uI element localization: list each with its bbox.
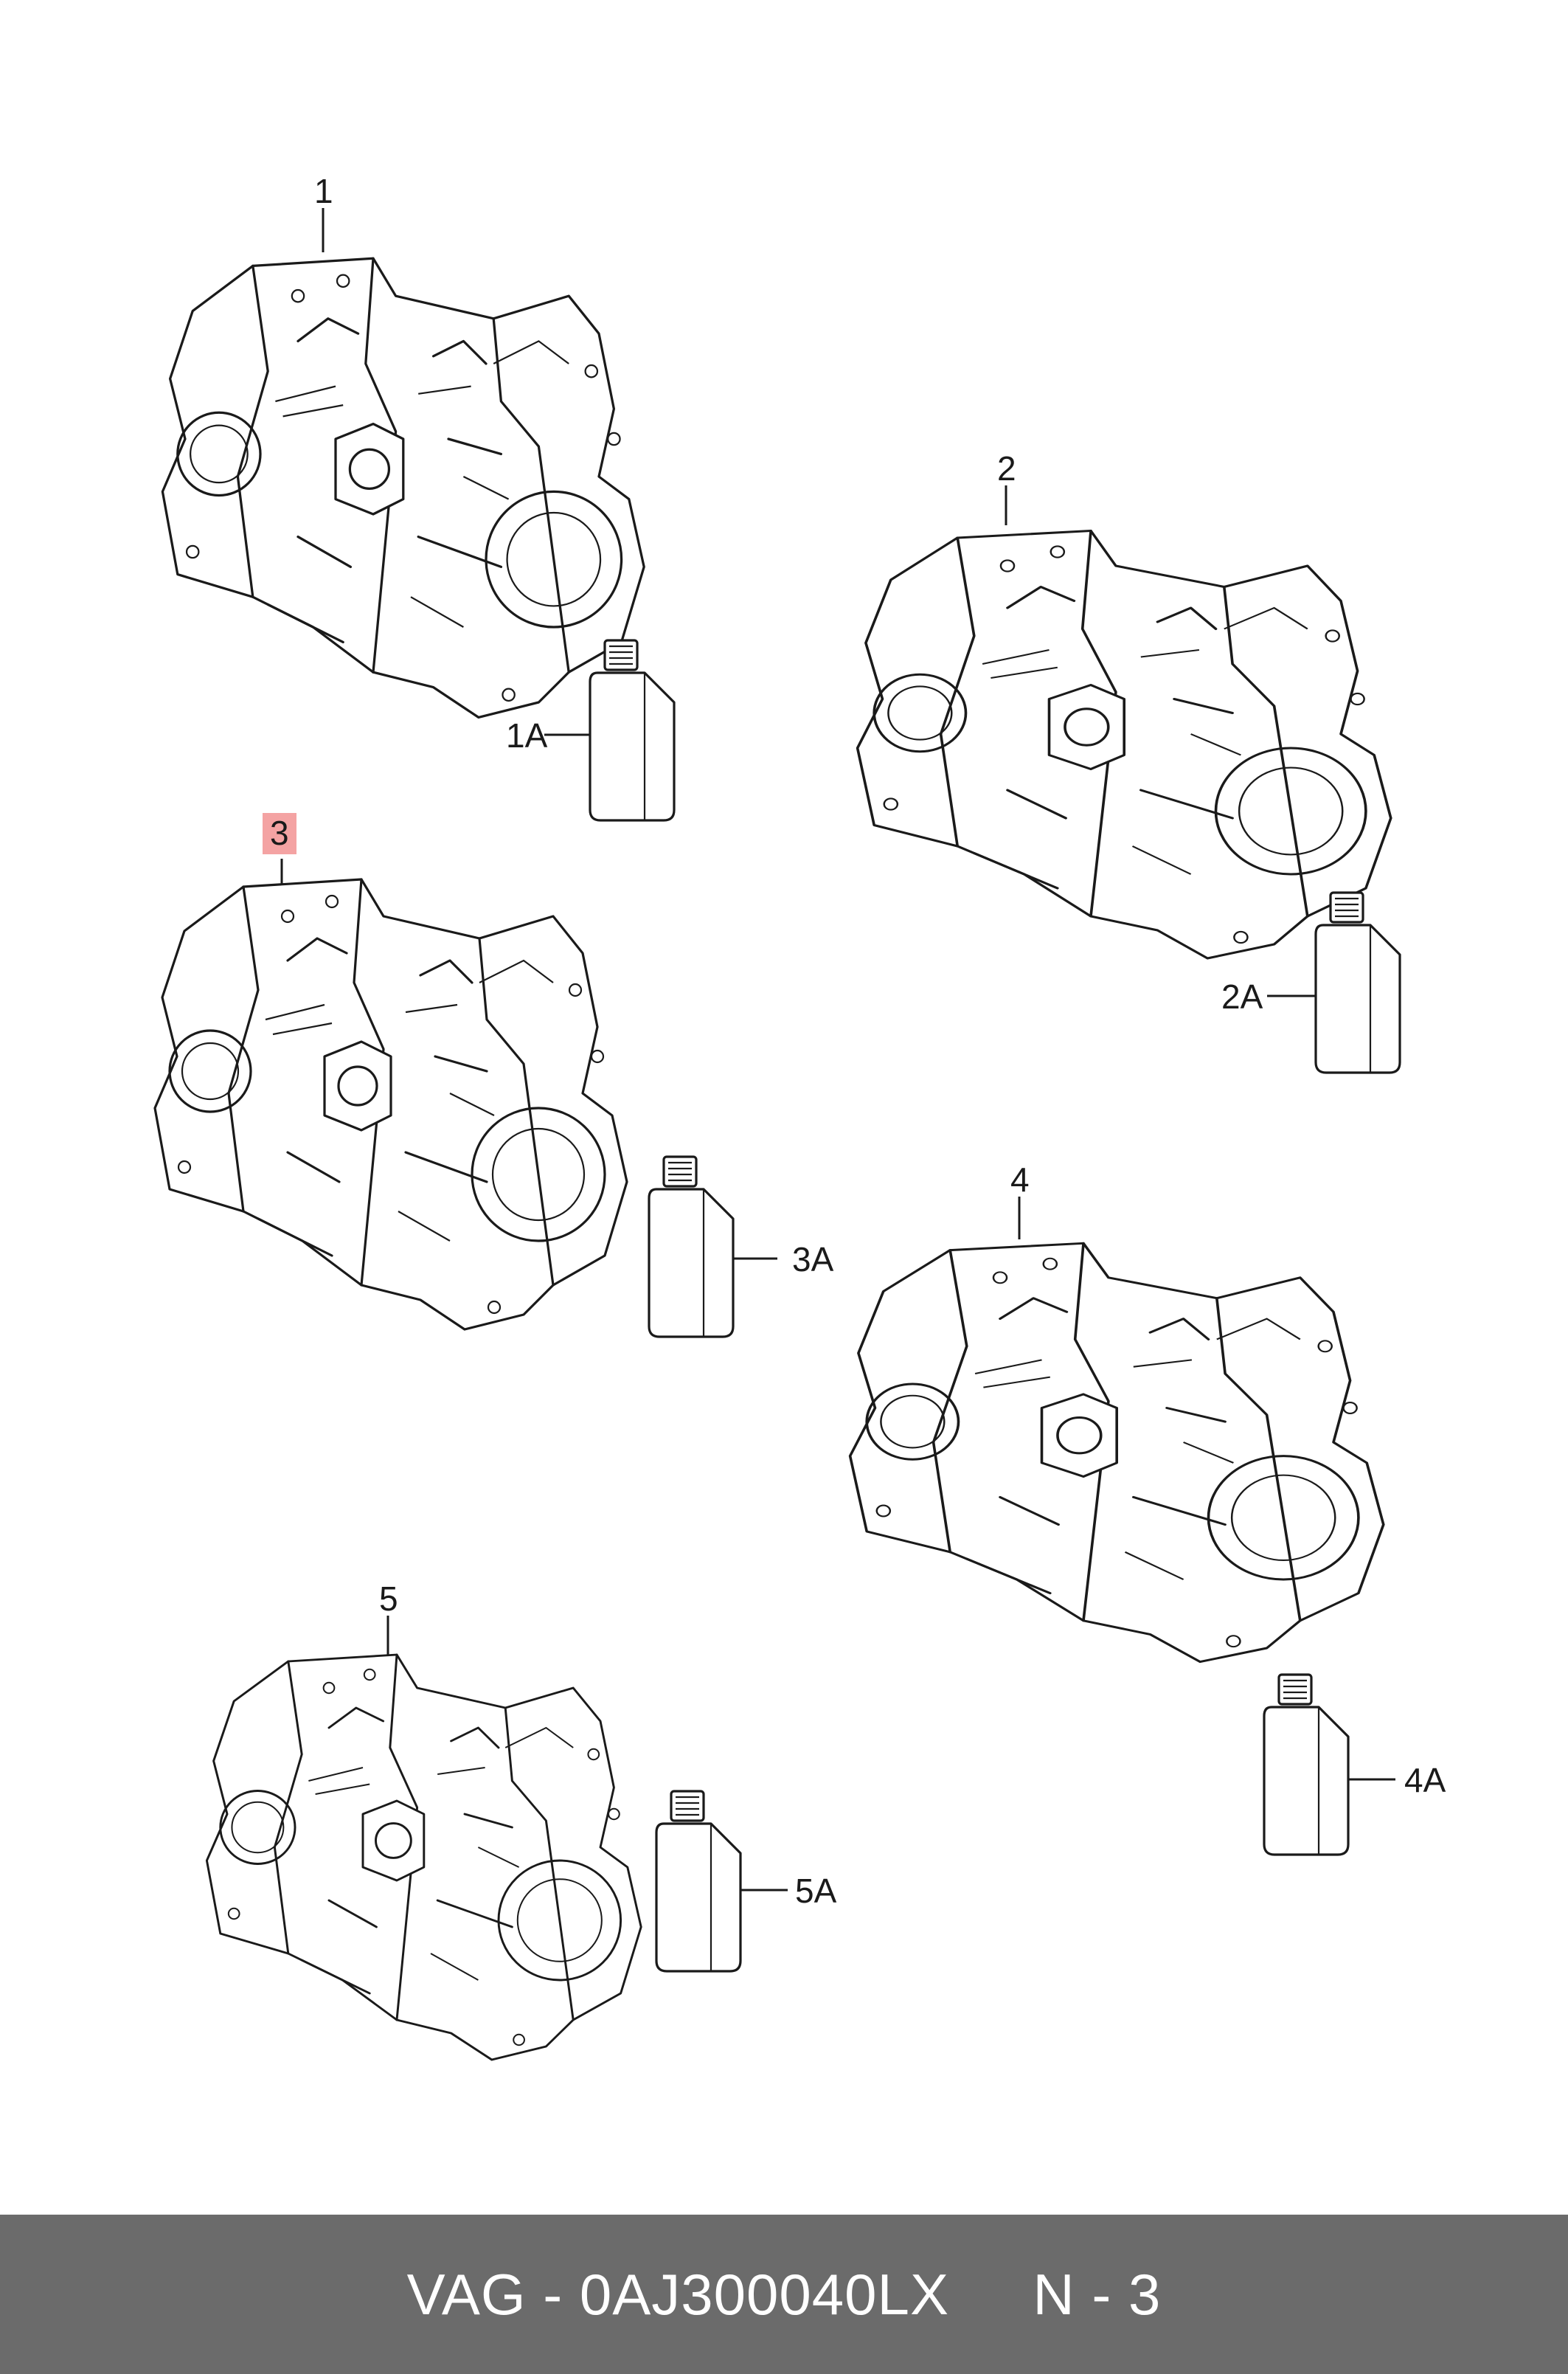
oil-bottle-4a — [1263, 1673, 1350, 1856]
gearbox-1-drawing — [161, 257, 645, 719]
callout-5a[interactable]: 5A — [795, 1872, 837, 1910]
callout-2[interactable]: 2 — [997, 449, 1016, 488]
oil-bottle-3a — [648, 1155, 735, 1338]
callout-4[interactable]: 4 — [1010, 1160, 1030, 1199]
callout-3a[interactable]: 3A — [792, 1240, 834, 1278]
oil-bottle-1a — [589, 639, 676, 822]
gearbox-5-drawing — [205, 1653, 642, 2061]
gearbox-4-drawing — [848, 1242, 1385, 1664]
oil-bottle-2a — [1314, 891, 1401, 1074]
gearbox-3-drawing — [153, 878, 628, 1331]
gearbox-2-drawing — [856, 529, 1392, 960]
footer-spacer — [949, 2261, 1033, 2328]
footer-bar: VAG - 0AJ300040LX N - 3 — [0, 2215, 1568, 2374]
callout-5[interactable]: 5 — [379, 1579, 398, 1618]
callout-1[interactable]: 1 — [314, 172, 333, 210]
oil-bottle-5a — [655, 1790, 742, 1973]
page-indicator-text: N - 3 — [1033, 2261, 1162, 2327]
callout-3-highlighted[interactable]: 3 — [263, 813, 296, 854]
callout-4a[interactable]: 4A — [1404, 1761, 1446, 1799]
parts-diagram — [153, 208, 1401, 2061]
callout-2a[interactable]: 2A — [1221, 977, 1263, 1016]
callout-1a[interactable]: 1A — [506, 716, 548, 755]
part-number-text: VAG - 0AJ300040LX — [406, 2261, 949, 2327]
